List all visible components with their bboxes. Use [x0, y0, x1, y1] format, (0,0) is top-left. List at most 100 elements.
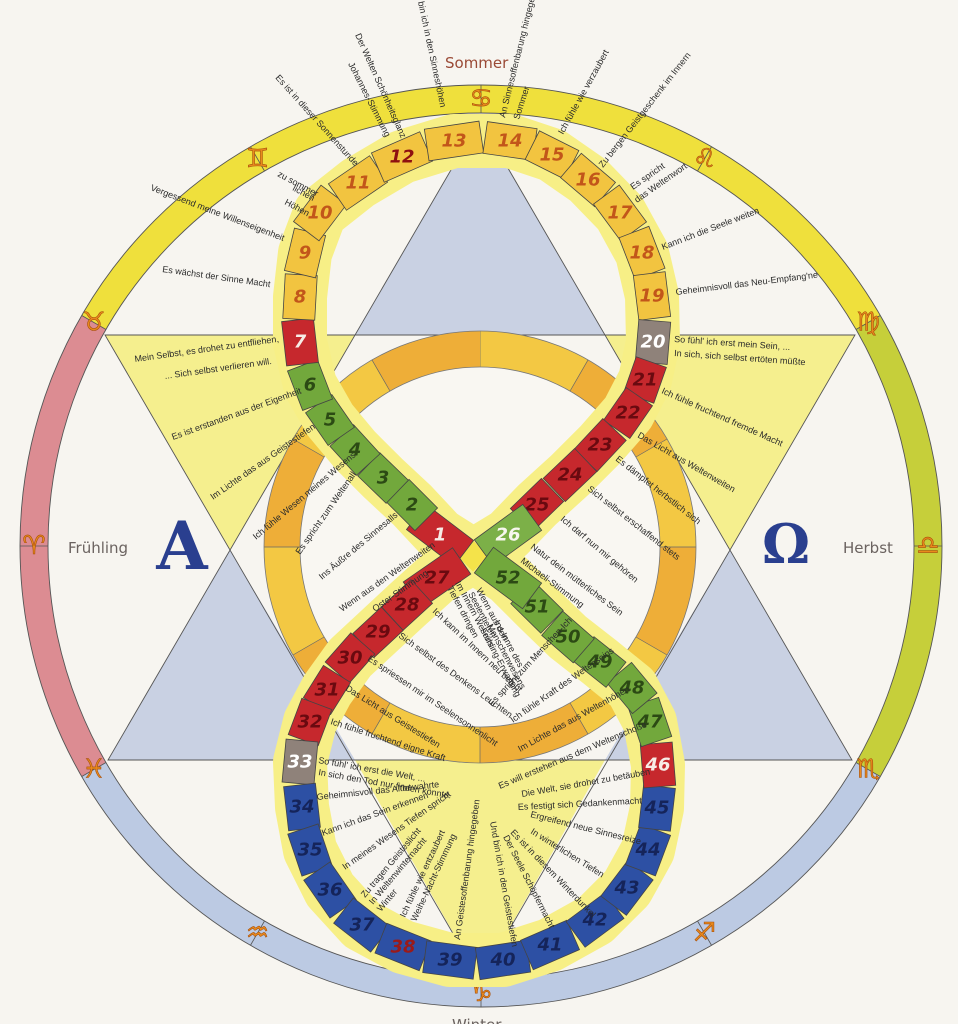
- week-box-30[interactable]: 30: [324, 632, 376, 684]
- week-box-fill: [473, 546, 543, 610]
- week-number: 45: [643, 798, 669, 819]
- week-number: 39: [437, 950, 462, 971]
- verse-line: Geheimnisvoll das Neu-Empfang'ne: [675, 270, 818, 297]
- week-number: 48: [618, 678, 644, 699]
- week-box-10[interactable]: 10: [292, 184, 348, 242]
- week-box-24[interactable]: 24: [542, 447, 598, 503]
- week-number: 10: [307, 203, 332, 224]
- week-number: 19: [639, 286, 664, 307]
- week-number: 40: [489, 950, 515, 971]
- week-number: 46: [644, 755, 670, 776]
- week-number: 47: [636, 712, 663, 733]
- week-number: 9: [299, 243, 312, 264]
- verse-line: Kann ich die Seele weiten: [660, 205, 760, 251]
- week-box-fill: [632, 271, 672, 321]
- week-box-19[interactable]: 19: [632, 271, 672, 321]
- week-box-13[interactable]: 13: [423, 120, 485, 162]
- week-box-39[interactable]: 39: [422, 940, 478, 980]
- week-box-44[interactable]: 44: [624, 823, 672, 877]
- week-number: 12: [389, 147, 414, 168]
- week-number: 27: [424, 568, 450, 589]
- week-box-fill: [602, 386, 654, 440]
- week-box-6[interactable]: 6: [286, 359, 334, 411]
- week-box-52[interactable]: 52: [473, 546, 543, 610]
- week-box-38[interactable]: 38: [374, 922, 432, 972]
- week-box-3[interactable]: 3: [357, 452, 409, 504]
- week-box-fill: [422, 940, 478, 980]
- week-box-32[interactable]: 32: [287, 697, 333, 747]
- week-box-41[interactable]: 41: [519, 919, 581, 971]
- week-number: 4: [348, 440, 362, 461]
- middle-ring-segment: [635, 546, 696, 655]
- middle-ring-divider: [635, 636, 668, 656]
- week-box-15[interactable]: 15: [524, 130, 580, 180]
- week-box-37[interactable]: 37: [333, 897, 391, 953]
- week-box-fill: [287, 697, 333, 747]
- middle-ring-segment: [264, 439, 325, 548]
- week-number: 26: [495, 525, 520, 546]
- week-box-40[interactable]: 40: [474, 939, 532, 981]
- week-box-fill: [519, 919, 581, 971]
- week-number: 23: [587, 435, 612, 456]
- week-number: 15: [539, 145, 564, 166]
- middle-ring-segment: [264, 546, 325, 655]
- libra-icon: ♎: [916, 531, 939, 561]
- week-box-22[interactable]: 22: [602, 386, 654, 440]
- zodiac-divider: [250, 146, 265, 172]
- gemini-icon: ♊: [246, 144, 269, 174]
- middle-ring-outer-edge: [263, 330, 697, 764]
- week-box-17[interactable]: 17: [592, 184, 648, 242]
- week-number: 2: [406, 495, 419, 516]
- week-number: 34: [289, 797, 314, 818]
- week-box-fill: [423, 120, 485, 162]
- week-box-8[interactable]: 8: [282, 273, 318, 321]
- week-box-14[interactable]: 14: [482, 121, 538, 161]
- week-box-45[interactable]: 45: [638, 784, 676, 832]
- week-number: 5: [324, 410, 337, 431]
- week-box-47[interactable]: 47: [627, 696, 673, 748]
- week-number: 52: [495, 568, 520, 589]
- taurus-icon: ♉: [82, 308, 105, 338]
- season-label-spring: Frühling: [68, 539, 128, 557]
- week-box-33[interactable]: 33: [281, 738, 319, 786]
- week-box-50[interactable]: 50: [541, 610, 595, 664]
- week-number: 51: [524, 597, 549, 618]
- week-number: 43: [613, 878, 639, 899]
- zodiac-ring: ♋♌♍♎♏♐♑♒♓♈♉♊: [19, 84, 943, 1008]
- middle-ring-divider: [292, 636, 325, 656]
- week-number: 28: [394, 595, 419, 616]
- week-box-4[interactable]: 4: [329, 424, 381, 476]
- week-number: 3: [377, 468, 390, 489]
- zodiac-divider: [81, 315, 107, 330]
- week-box-34[interactable]: 34: [283, 782, 321, 832]
- week-box-12[interactable]: 12: [370, 131, 434, 183]
- week-box-20[interactable]: 20: [634, 319, 672, 365]
- week-number: 41: [536, 935, 562, 956]
- alpha-symbol: A: [155, 507, 208, 585]
- week-box-fill: [286, 359, 334, 411]
- week-box-fill: [592, 184, 648, 242]
- week-box-16[interactable]: 16: [559, 152, 617, 208]
- week-box-46[interactable]: 46: [639, 741, 677, 789]
- sagittarius-icon: ♐: [693, 918, 716, 948]
- zodiac-divider: [697, 920, 712, 946]
- week-number: 16: [575, 170, 600, 191]
- week-box-28[interactable]: 28: [380, 579, 434, 631]
- week-number: 32: [297, 712, 322, 733]
- zodiac-divider: [855, 762, 881, 777]
- week-box-48[interactable]: 48: [606, 661, 658, 715]
- week-box-7[interactable]: 7: [281, 317, 319, 367]
- middle-ring-segment: [479, 331, 588, 392]
- week-box-36[interactable]: 36: [303, 861, 357, 919]
- week-number: 20: [640, 332, 665, 353]
- week-box-42[interactable]: 42: [565, 892, 625, 948]
- week-number: 29: [365, 622, 390, 643]
- week-box-23[interactable]: 23: [573, 417, 627, 473]
- week-box-35[interactable]: 35: [287, 823, 333, 877]
- week-number: 31: [314, 680, 339, 701]
- virgo-icon: ♍: [856, 308, 879, 338]
- week-number: 44: [634, 840, 660, 861]
- middle-ring-segment: [479, 702, 588, 763]
- week-box-18[interactable]: 18: [618, 225, 666, 281]
